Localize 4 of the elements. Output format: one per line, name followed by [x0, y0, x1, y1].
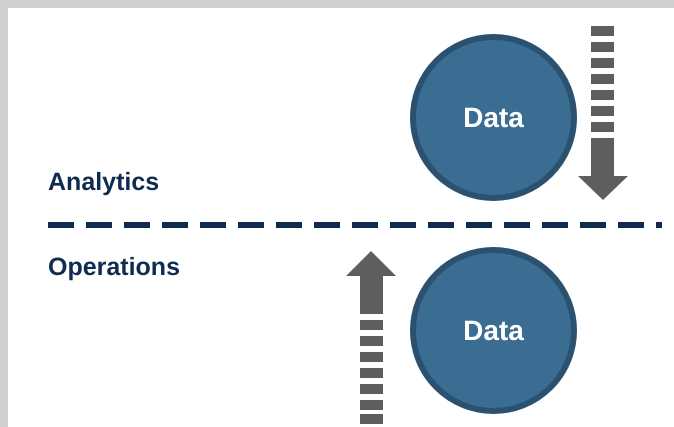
circle-label: Data: [463, 102, 524, 134]
circle-label: Data: [463, 314, 524, 346]
section-label: Operations: [48, 253, 180, 282]
section-label: Analytics: [48, 168, 160, 197]
